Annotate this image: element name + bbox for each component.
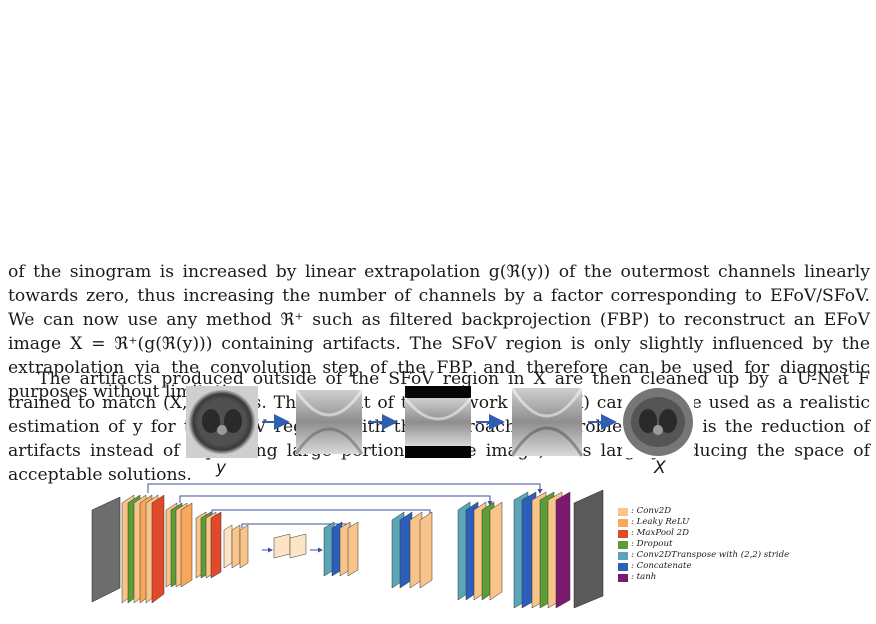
legend-item: : Conv2D (618, 506, 789, 517)
legend-label: : Dropout (631, 539, 673, 549)
unet-diagram (91, 483, 604, 609)
legend-swatch (618, 518, 628, 527)
ct-image-x (622, 386, 694, 458)
legend-item: : Concatenate (618, 561, 789, 572)
label-x: X (654, 458, 666, 478)
legend-item: : MaxPool 2D (618, 528, 789, 539)
sinogram-padded (403, 386, 473, 458)
ct-image-y (186, 386, 258, 458)
unet-legend: : Conv2D: Leaky ReLU: MaxPool 2D: Dropou… (618, 506, 789, 583)
legend-item: : Conv2DTranspose with (2,2) stride (618, 550, 789, 561)
sinogram-extrapolated (510, 387, 584, 457)
legend-swatch (618, 529, 628, 538)
legend-label: : Concatenate (631, 561, 692, 571)
legend-swatch (618, 540, 628, 549)
body-paragraph-1: of the sinogram is increased by linear e… (8, 262, 870, 402)
legend-label: : tanh (631, 572, 657, 582)
legend-label: : Conv2DTranspose with (2,2) stride (631, 550, 790, 560)
legend-item: : Leaky ReLU (618, 517, 789, 528)
legend-swatch (618, 551, 628, 560)
legend-label: : Leaky ReLU (631, 517, 690, 527)
label-y: y (216, 458, 227, 478)
sinogram-1 (294, 389, 364, 455)
legend-swatch (618, 573, 628, 582)
legend-swatch (618, 507, 628, 516)
legend-item: : Dropout (618, 539, 789, 550)
legend-label: : Conv2D (631, 506, 672, 516)
legend-label: : MaxPool 2D (631, 528, 690, 538)
legend-item: : tanh (618, 572, 789, 583)
legend-swatch (618, 562, 628, 571)
